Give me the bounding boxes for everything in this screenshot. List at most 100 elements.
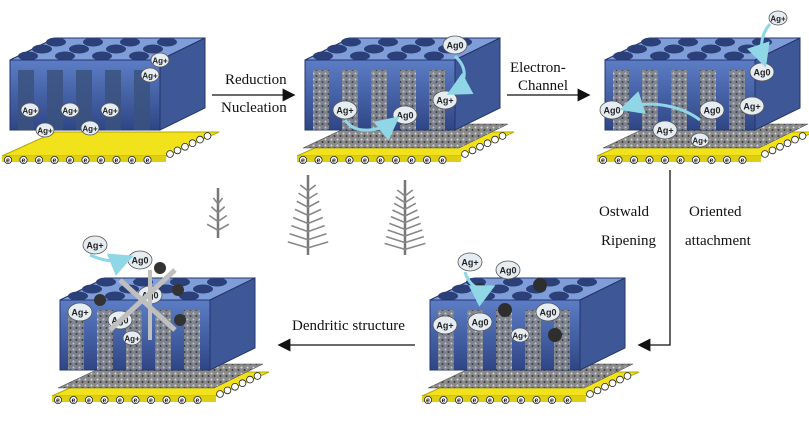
svg-text:e: e bbox=[134, 398, 138, 405]
svg-text:e: e bbox=[103, 398, 107, 405]
svg-text:Ag0: Ag0 bbox=[603, 106, 620, 116]
svg-text:e: e bbox=[519, 398, 523, 405]
svg-text:Ag+: Ag+ bbox=[743, 102, 760, 112]
label-attachment: attachment bbox=[685, 233, 751, 249]
svg-text:Ag+: Ag+ bbox=[82, 125, 98, 134]
svg-text:Ag+: Ag+ bbox=[62, 107, 78, 116]
svg-text:Ag+: Ag+ bbox=[102, 107, 118, 116]
ion-bubble: Ag+ bbox=[35, 122, 55, 138]
svg-text:Ag+: Ag+ bbox=[692, 137, 708, 146]
ion-bubble: Ag+ bbox=[100, 102, 120, 118]
svg-text:e: e bbox=[348, 158, 352, 165]
svg-text:Ag0: Ag0 bbox=[471, 318, 488, 328]
ion-bubble: Ag+ bbox=[432, 315, 458, 335]
svg-text:Ag+: Ag+ bbox=[770, 15, 786, 24]
svg-text:e: e bbox=[68, 158, 72, 165]
svg-text:e: e bbox=[146, 158, 150, 165]
svg-text:e: e bbox=[196, 398, 200, 405]
label-ripening: Ripening bbox=[601, 233, 656, 249]
svg-text:Ag0: Ag0 bbox=[539, 308, 556, 318]
svg-text:e: e bbox=[180, 398, 184, 405]
svg-text:Ag0: Ag0 bbox=[753, 68, 770, 78]
svg-text:Ag0: Ag0 bbox=[446, 41, 463, 51]
ion-bubble: Ag+ bbox=[140, 67, 160, 83]
ion-bubble: Ag0 bbox=[467, 312, 493, 332]
dendrite-icon-medium bbox=[287, 175, 329, 255]
label-electron: Electron- bbox=[510, 60, 566, 76]
svg-text:e: e bbox=[87, 398, 91, 405]
svg-text:Ag+: Ag+ bbox=[152, 57, 168, 66]
svg-text:e: e bbox=[317, 158, 321, 165]
svg-text:e: e bbox=[488, 398, 492, 405]
svg-text:Ag+: Ag+ bbox=[436, 321, 453, 331]
svg-text:e: e bbox=[601, 158, 605, 165]
svg-text:e: e bbox=[741, 158, 745, 165]
svg-text:Ag0: Ag0 bbox=[396, 111, 413, 121]
svg-text:Ag+: Ag+ bbox=[336, 106, 353, 116]
ion-bubble: Ag0 bbox=[749, 62, 775, 82]
ion-bubble: Ag+ bbox=[457, 252, 483, 272]
svg-text:e: e bbox=[99, 158, 103, 165]
svg-text:Ag+: Ag+ bbox=[22, 107, 38, 116]
svg-text:e: e bbox=[725, 158, 729, 165]
svg-text:e: e bbox=[6, 158, 10, 165]
label-reduction: Reduction bbox=[225, 72, 287, 88]
ion-bubble: Ag0 bbox=[495, 260, 521, 280]
ion-bubble: Ag0 bbox=[392, 105, 418, 125]
svg-text:e: e bbox=[617, 158, 621, 165]
ion-bubble: Ag+ bbox=[67, 302, 93, 322]
svg-text:e: e bbox=[442, 398, 446, 405]
svg-text:e: e bbox=[149, 398, 153, 405]
ion-bubble: Ag+ bbox=[60, 102, 80, 118]
svg-text:e: e bbox=[410, 158, 414, 165]
svg-text:e: e bbox=[457, 398, 461, 405]
ion-bubble: Ag+ bbox=[122, 330, 142, 346]
ion-bubble: Ag0 bbox=[127, 250, 153, 270]
ion-bubble: Ag0 bbox=[535, 302, 561, 322]
ion-bubble: Ag+ bbox=[20, 102, 40, 118]
svg-text:e: e bbox=[130, 158, 134, 165]
svg-text:e: e bbox=[710, 158, 714, 165]
svg-text:e: e bbox=[56, 398, 60, 405]
svg-text:e: e bbox=[425, 158, 429, 165]
svg-text:e: e bbox=[504, 398, 508, 405]
svg-text:e: e bbox=[301, 158, 305, 165]
ion-bubble: Ag+ bbox=[80, 120, 100, 136]
svg-text:e: e bbox=[37, 158, 41, 165]
svg-text:e: e bbox=[694, 158, 698, 165]
ion-bubble: Ag0 bbox=[442, 35, 468, 55]
svg-text:e: e bbox=[535, 398, 539, 405]
svg-text:Ag+: Ag+ bbox=[37, 127, 53, 136]
ion-bubble: Ag+ bbox=[150, 52, 170, 68]
ion-bubble: Ag0 bbox=[699, 100, 725, 120]
svg-text:e: e bbox=[379, 158, 383, 165]
svg-text:e: e bbox=[53, 158, 57, 165]
svg-text:Ag+: Ag+ bbox=[124, 335, 140, 344]
ion-bubble: Ag+ bbox=[739, 96, 765, 116]
svg-text:Ag+: Ag+ bbox=[461, 258, 478, 268]
svg-text:e: e bbox=[84, 158, 88, 165]
svg-text:Ag0: Ag0 bbox=[703, 106, 720, 116]
svg-text:Ag+: Ag+ bbox=[656, 126, 673, 136]
svg-text:e: e bbox=[363, 158, 367, 165]
svg-text:e: e bbox=[566, 398, 570, 405]
svg-text:e: e bbox=[426, 398, 430, 405]
svg-text:e: e bbox=[441, 158, 445, 165]
ion-bubble: Ag+ bbox=[690, 132, 710, 148]
svg-text:e: e bbox=[332, 158, 336, 165]
label-nucleation: Nucleation bbox=[221, 100, 287, 116]
ion-bubble: Ag+ bbox=[768, 10, 788, 26]
process-arrows bbox=[212, 88, 671, 352]
ion-bubble: Ag+ bbox=[652, 120, 678, 140]
ion-bubble: Ag0 bbox=[599, 100, 625, 120]
ion-bubble: Ag+ bbox=[332, 100, 358, 120]
svg-text:e: e bbox=[165, 398, 169, 405]
ion-bubble: Ag+ bbox=[432, 90, 458, 110]
dendrite-icon-large bbox=[384, 180, 426, 255]
svg-text:e: e bbox=[679, 158, 683, 165]
